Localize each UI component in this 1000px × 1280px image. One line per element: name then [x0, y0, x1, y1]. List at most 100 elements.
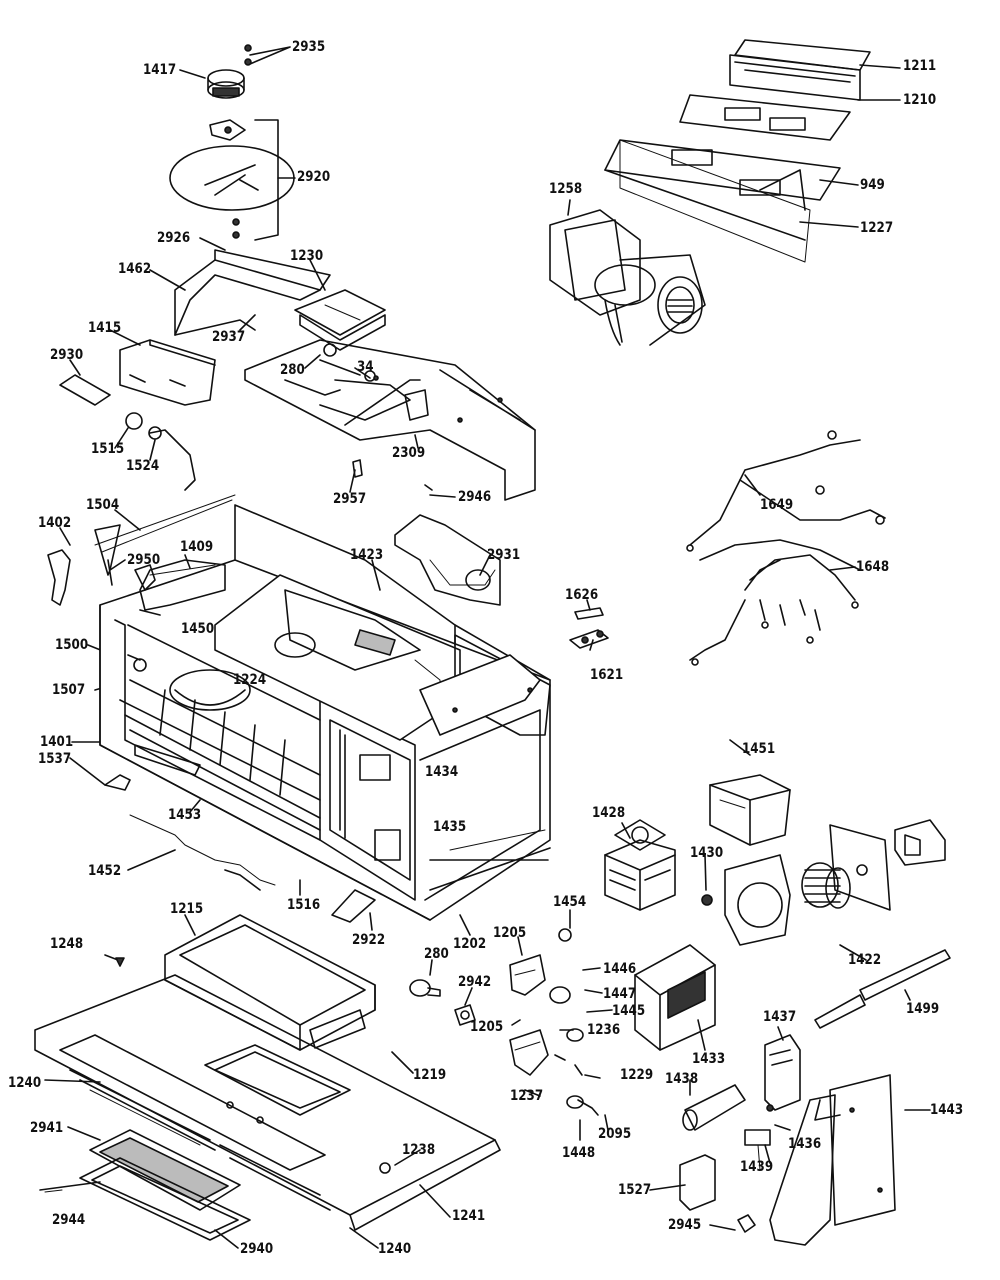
part-label-2920: 2920 [297, 169, 331, 185]
part-label-2941: 2941 [30, 1120, 64, 1136]
blower-duct-top [709, 774, 791, 846]
part-label-1230: 1230 [290, 248, 324, 264]
part-label-1205-upper: 1205 [493, 925, 527, 941]
part-label-1537: 1537 [38, 751, 72, 767]
mount-bracket-1527 [679, 1154, 716, 1211]
part-label-1524: 1524 [126, 458, 160, 474]
part-label-2946: 2946 [458, 489, 492, 505]
part-label-2945: 2945 [668, 1217, 702, 1233]
part-label-1433: 1433 [692, 1051, 726, 1067]
side-panel-1443 [769, 1074, 896, 1246]
screw-1248 [115, 957, 125, 967]
air-duct [394, 514, 501, 606]
part-label-2930: 2930 [50, 347, 84, 363]
part-label-1445: 1445 [612, 1003, 646, 1019]
part-label-280-top: 280 [280, 362, 305, 378]
waveguide-cover [294, 289, 386, 351]
part-label-1515: 1515 [91, 441, 125, 457]
part-label-2940: 2940 [240, 1241, 274, 1257]
part-label-1237: 1237 [510, 1088, 544, 1104]
part-label-1422: 1422 [848, 952, 882, 968]
interlock-switch-parts [569, 607, 609, 649]
part-label-2935: 2935 [292, 39, 326, 55]
part-label-1435: 1435 [433, 819, 467, 835]
part-label-1430: 1430 [690, 845, 724, 861]
part-label-2957: 2957 [333, 491, 367, 507]
part-label-1437: 1437 [763, 1009, 797, 1025]
part-label-2095: 2095 [598, 1126, 632, 1142]
part-label-1428: 1428 [592, 805, 626, 821]
part-label-1236: 1236 [587, 1022, 621, 1038]
capacitor-bracket [764, 1034, 801, 1112]
part-label-1210: 1210 [903, 92, 937, 108]
door-sensor-bar [94, 494, 236, 591]
part-label-2309: 2309 [392, 445, 426, 461]
part-label-1648: 1648 [856, 559, 890, 575]
transformer-part [634, 944, 716, 1051]
thermostat-cutout [125, 412, 196, 491]
stirrer-blade-part [169, 145, 295, 239]
lamp-bracket-pair [104, 744, 276, 891]
capacitor-part [682, 1084, 746, 1131]
clip-2945 [737, 1214, 756, 1233]
bottom-tray-1215 [164, 914, 376, 1051]
vent-plates [604, 39, 871, 263]
part-label-1451: 1451 [742, 741, 776, 757]
part-label-1507: 1507 [52, 682, 86, 698]
part-label-1258: 1258 [549, 181, 583, 197]
part-label-1227: 1227 [860, 220, 894, 236]
part-label-1516: 1516 [287, 897, 321, 913]
part-label-1415: 1415 [88, 320, 122, 336]
part-label-1240-bottom: 1240 [378, 1241, 412, 1257]
thermal-fuse-box [119, 339, 216, 406]
part-label-1446: 1446 [603, 961, 637, 977]
part-label-1434: 1434 [425, 764, 459, 780]
part-label-1241: 1241 [452, 1208, 486, 1224]
part-label-2937: 2937 [212, 329, 246, 345]
base-plate-1241 [34, 974, 501, 1231]
part-label-1211: 1211 [903, 58, 937, 74]
part-label-1621: 1621 [590, 667, 624, 683]
part-label-1443: 1443 [930, 1102, 964, 1118]
cavity-side-panel [419, 634, 551, 736]
stirrer-motor-part [207, 44, 252, 141]
part-label-1402: 1402 [38, 515, 72, 531]
upper-chassis-panel [244, 339, 536, 501]
part-label-1500: 1500 [55, 637, 89, 653]
part-label-1238: 1238 [402, 1142, 436, 1158]
mounting-strip [59, 374, 111, 406]
part-label-1462: 1462 [118, 261, 152, 277]
part-label-2931: 2931 [487, 547, 521, 563]
filter-frame-2940 [44, 1157, 251, 1241]
part-label-1453: 1453 [168, 807, 202, 823]
part-label-1229: 1229 [620, 1067, 654, 1083]
part-label-1436: 1436 [788, 1136, 822, 1152]
part-label-1202: 1202 [453, 936, 487, 952]
door-latch-part [331, 889, 376, 923]
part-label-1417: 1417 [143, 62, 177, 78]
grease-filter-2941 [89, 1129, 241, 1211]
wire-harness [686, 430, 886, 666]
part-label-1454: 1454 [553, 894, 587, 910]
part-label-1527: 1527 [618, 1182, 652, 1198]
part-label-1438: 1438 [665, 1071, 699, 1087]
top-shelf-bracket [174, 249, 331, 336]
bracket-bar [814, 949, 951, 1029]
part-label-1423: 1423 [350, 547, 384, 563]
part-label-1409: 1409 [180, 539, 214, 555]
diode-part [744, 1129, 771, 1171]
part-label-1649: 1649 [760, 497, 794, 513]
fan-motor-assembly [549, 209, 706, 346]
part-label-949: 949 [860, 177, 885, 193]
cavity-top-plate [214, 574, 461, 741]
relay-switch-b [509, 1029, 549, 1076]
left-cavity-parts [47, 524, 226, 611]
part-label-1248: 1248 [50, 936, 84, 952]
part-label-1450: 1450 [181, 621, 215, 637]
magnetron-part [604, 819, 676, 911]
blower-housing [724, 819, 946, 946]
relay-switch-a [509, 954, 546, 996]
part-label-34: 34 [357, 359, 374, 375]
part-label-1626: 1626 [565, 587, 599, 603]
